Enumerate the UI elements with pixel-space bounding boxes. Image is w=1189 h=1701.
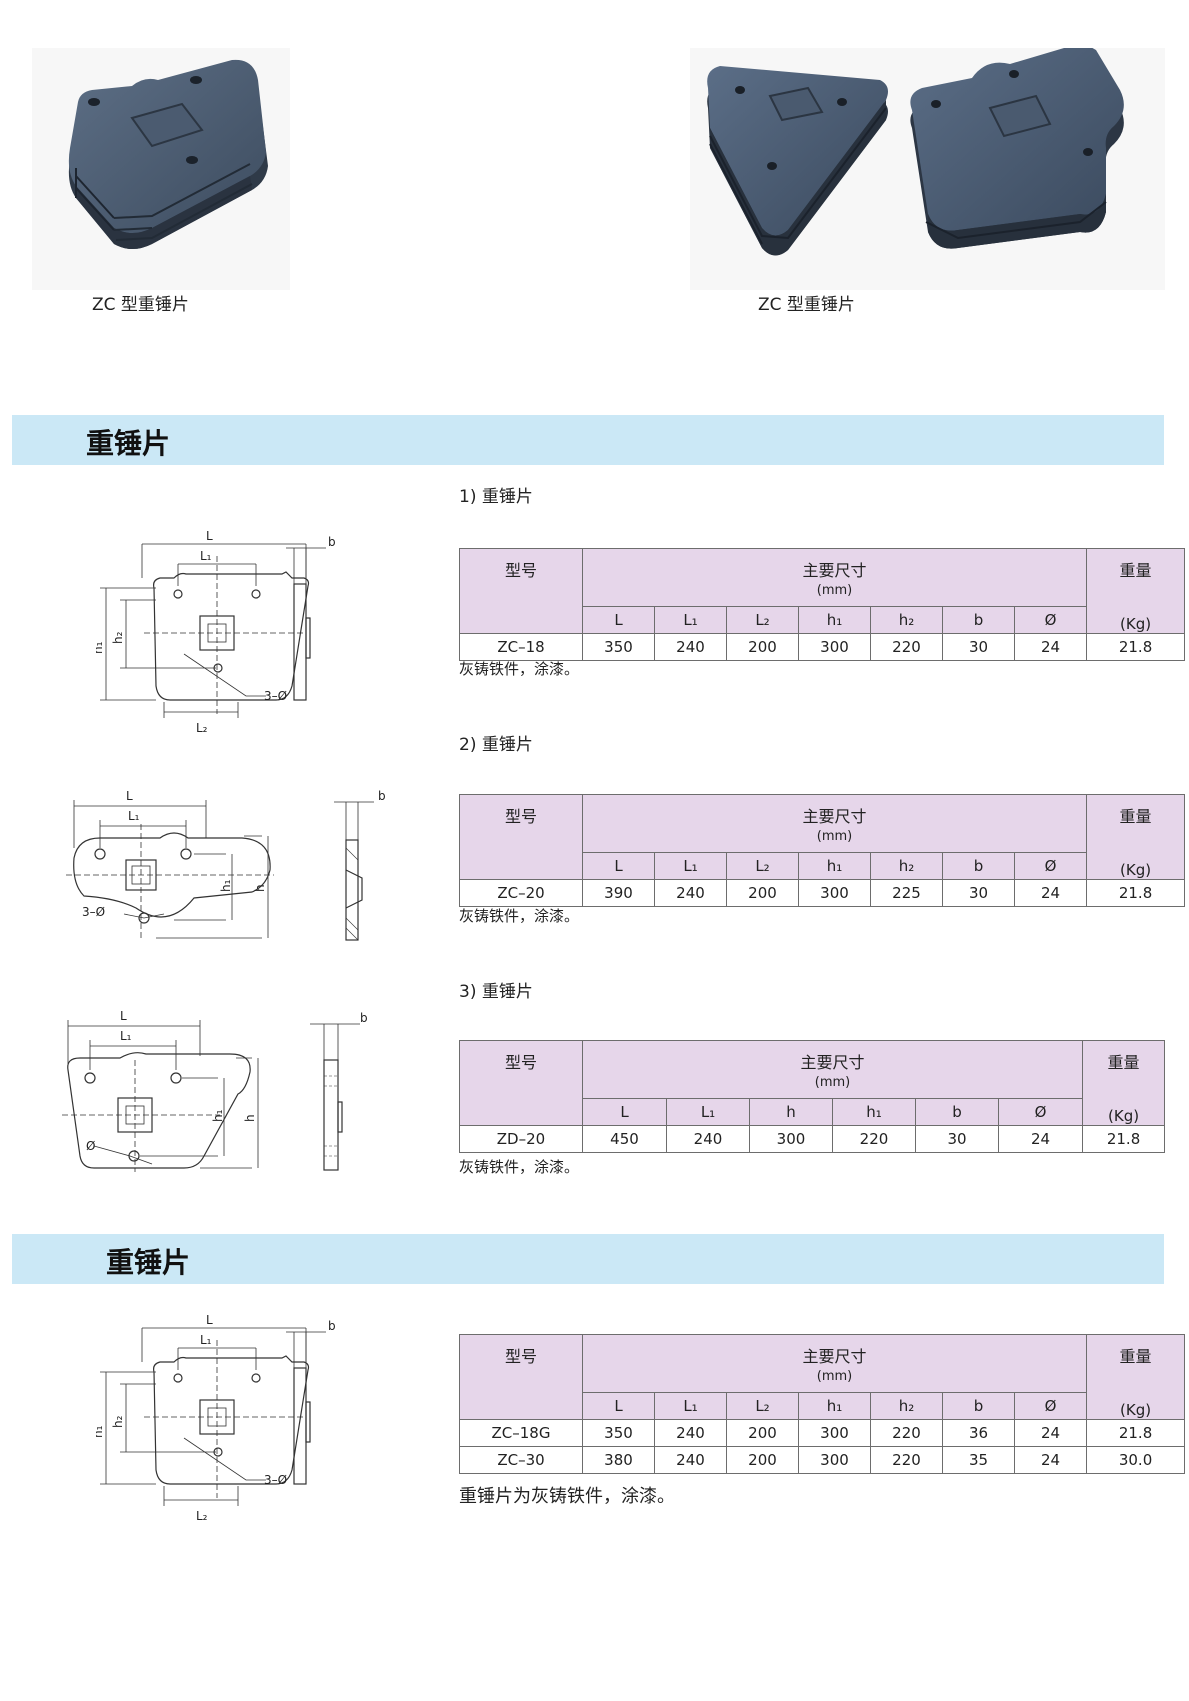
spec-table-zc18: 型号 主要尺寸(mm) 重量(Kg) L L₁ L₂ h₁ h₂ b Ø ZC–… [459,548,1186,661]
item-heading: 3) 重锤片 [459,982,533,1002]
col-header: h₂ [870,852,943,880]
col-header: L₂ [726,852,799,880]
col-header: L₁ [666,1098,750,1126]
table-note: 重锤片为灰铸铁件，涂漆。 [459,1486,675,1507]
col-header: L₁ [654,1392,727,1420]
label-b: b [360,1011,368,1025]
label-L: L [206,1313,213,1327]
label-L2: L₂ [196,1509,208,1523]
col-header: L [582,606,655,634]
label-h2: h₂ [111,631,125,644]
label-L: L [120,1009,127,1023]
col-header: L₂ [726,1392,799,1420]
col-header: L [582,852,655,880]
label-L1: L₁ [128,809,140,823]
section-header-band [12,1234,1164,1284]
col-weight-header: 重量(Kg) [1086,548,1186,634]
label-dia: Ø [86,1139,95,1153]
label-b: b [328,1319,336,1333]
weight-plate-stacks-image [707,44,1124,256]
col-main-header: 主要尺寸(mm) [581,548,1088,607]
col-header: b [942,1392,1015,1420]
photo-left-caption: ZC 型重锤片 [92,295,189,315]
table-note: 灰铸铁件，涂漆。 [459,1158,580,1176]
label-h1: h₁ [219,879,233,892]
drawing-zd20: L L₁ Ø h₁ h b [62,1009,368,1172]
col-header: b [942,852,1015,880]
col-header: L [582,1392,655,1420]
col-header: h₁ [798,852,871,880]
col-header: Ø [1013,1392,1088,1420]
section-title: 重锤片 [86,427,171,460]
section-title: 重锤片 [106,1246,191,1279]
table-note: 灰铸铁件，涂漆。 [459,660,580,678]
label-b: b [378,789,386,803]
label-holes: 3–Ø [264,1473,287,1487]
label-L2: L₂ [196,721,208,735]
table-note: 灰铸铁件，涂漆。 [459,907,580,925]
col-header: L [582,1098,667,1126]
label-holes: 3–Ø [264,689,287,703]
label-b: b [328,535,336,549]
label-L1: L₁ [200,549,212,563]
col-weight-header: 重量(Kg) [1082,1040,1166,1126]
col-main-header: 主要尺寸(mm) [581,1040,1084,1099]
table-row: ZD–20 450 240 300 220 30 24 21.8 [459,1125,1166,1153]
col-header: h₂ [870,1392,943,1420]
spec-table-zd20: 型号 主要尺寸(mm) 重量(Kg) L L₁ h h₁ b Ø ZD–20 4… [459,1040,1166,1153]
drawing-zc18: L L₁ L₂ h₁ h₂ 3–Ø b [96,529,336,735]
photo-right [690,44,1165,290]
col-header: b [942,606,1015,634]
col-header: h₁ [798,1392,871,1420]
col-model-header: 型号 [459,1040,583,1126]
label-h1: h₁ [211,1109,225,1122]
photo-left [32,48,290,290]
col-header: h [749,1098,833,1126]
weight-plate-stack-image [68,59,268,249]
label-h1: h₁ [96,1425,105,1438]
col-weight-header: 重量(Kg) [1086,794,1186,880]
col-header: L₂ [726,606,799,634]
label-holes: 3–Ø [82,905,105,919]
spec-table-zc20: 型号 主要尺寸(mm) 重量(Kg) L L₁ L₂ h₁ h₂ b Ø ZC–… [459,794,1186,907]
col-header: L₁ [654,852,727,880]
label-L: L [126,789,133,803]
table-row: ZC–18G 350 240 200 300 220 36 24 21.8 [459,1419,1186,1447]
label-h2: h₂ [111,1415,125,1428]
col-model-header: 型号 [459,794,583,880]
col-model-header: 型号 [459,548,583,634]
col-header: h₂ [870,606,943,634]
label-L1: L₁ [120,1029,132,1043]
drawing-zc18g: L L₁ L₂ h₁ h₂ 3–Ø b [96,1313,336,1523]
item-heading: 1) 重锤片 [459,487,533,507]
section-header-band [12,415,1164,465]
spec-table-zc18g-zc30: 型号 主要尺寸(mm) 重量(Kg) L L₁ L₂ h₁ h₂ b Ø ZC–… [459,1334,1186,1474]
label-L1: L₁ [200,1333,212,1347]
col-header: b [915,1098,999,1126]
col-header: h₁ [798,606,871,634]
col-model-header: 型号 [459,1334,583,1420]
label-L: L [206,529,213,543]
col-header: Ø [997,1098,1084,1126]
col-weight-header: 重量(Kg) [1086,1334,1186,1420]
col-header: Ø [1013,606,1088,634]
col-header: h₁ [832,1098,916,1126]
col-main-header: 主要尺寸(mm) [581,1334,1088,1393]
drawing-zc20: L L₁ 3–Ø h₁ h b [66,789,386,941]
label-h: h [243,1114,257,1122]
col-header: Ø [1013,852,1088,880]
item-heading: 2) 重锤片 [459,735,533,755]
col-main-header: 主要尺寸(mm) [581,794,1088,853]
table-row: ZC–20 390 240 200 300 225 30 24 21.8 [459,879,1186,907]
table-row: ZC–18 350 240 200 300 220 30 24 21.8 [459,633,1186,661]
label-h: h [253,884,267,892]
photo-right-caption: ZC 型重锤片 [758,295,855,315]
label-h1: h₁ [96,641,105,654]
table-row: ZC–30 380 240 200 300 220 35 24 30.0 [459,1446,1186,1474]
col-header: L₁ [654,606,727,634]
